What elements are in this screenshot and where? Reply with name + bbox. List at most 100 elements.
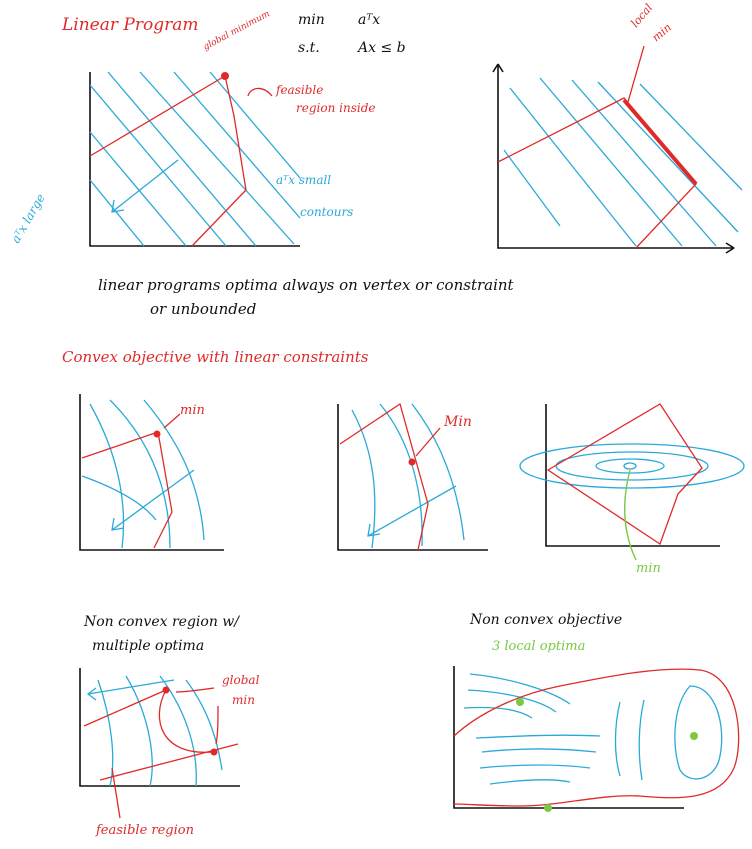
convex-title: Convex objective with linear constraints bbox=[62, 348, 369, 366]
y-arrow-head bbox=[492, 63, 499, 73]
gradient-arrow bbox=[111, 469, 195, 531]
small-contour-label: aᵀx small bbox=[276, 173, 331, 187]
min-pointer bbox=[163, 413, 181, 429]
convex-panel-a: min bbox=[79, 394, 224, 551]
local-pointer bbox=[627, 45, 645, 103]
convex-panel-c: min bbox=[519, 403, 745, 576]
feasible-label-1: feasible bbox=[275, 83, 323, 97]
convex-panel-b: Min bbox=[337, 402, 488, 551]
optima-caption-2: or unbounded bbox=[150, 300, 256, 318]
lp-panel-local: local min bbox=[492, 1, 743, 254]
contour-line bbox=[143, 399, 205, 541]
nonconvex-boundary bbox=[158, 689, 213, 753]
feasible-boundary bbox=[89, 74, 247, 247]
local-optimum-point bbox=[516, 698, 524, 706]
min-pointer bbox=[415, 427, 441, 457]
optimal-edge bbox=[622, 98, 698, 186]
contour-line bbox=[614, 701, 621, 777]
constraint-line bbox=[81, 431, 173, 549]
optimum-point bbox=[210, 748, 218, 756]
y-arrow-head bbox=[497, 63, 504, 73]
contour-line bbox=[89, 84, 227, 247]
global-min-label-2: min bbox=[232, 693, 255, 707]
contour-line bbox=[89, 403, 125, 549]
contour-line bbox=[109, 399, 171, 549]
min-label: min bbox=[180, 403, 205, 418]
global-minimum-point bbox=[221, 72, 229, 80]
axes bbox=[453, 666, 684, 809]
nonconvex-objective-subtitle: 3 local optima bbox=[492, 639, 585, 654]
contour-line bbox=[638, 699, 645, 781]
contour-ellipse bbox=[555, 451, 709, 481]
constraint-polygon bbox=[546, 403, 703, 545]
global-minimum-label: global minimum bbox=[202, 9, 272, 53]
contour-ellipse bbox=[623, 462, 637, 470]
large-contour-label: aᵀx large bbox=[8, 191, 47, 245]
nonconvex-region-title-2: multiple optima bbox=[92, 638, 204, 654]
contour-line bbox=[469, 673, 571, 705]
nonconvex-region-title-1: Non convex region w/ bbox=[83, 614, 240, 630]
x-arrow-head bbox=[725, 247, 735, 254]
nonconvex-objective-panel: Non convex objective 3 local optima bbox=[453, 612, 740, 812]
axes bbox=[79, 668, 240, 787]
contour-line bbox=[97, 679, 114, 787]
pointer-line bbox=[247, 87, 273, 97]
formula-min: min bbox=[298, 12, 325, 28]
local-min-label-2: min bbox=[650, 21, 674, 44]
feasible-pointer bbox=[111, 767, 121, 819]
contour-line bbox=[185, 679, 223, 771]
contour-line bbox=[509, 87, 637, 247]
constraint-line bbox=[339, 402, 429, 551]
contour-line bbox=[489, 779, 571, 785]
contour-line bbox=[89, 131, 187, 247]
axes bbox=[79, 394, 224, 551]
contour-ellipse bbox=[519, 443, 745, 489]
contour-line bbox=[481, 748, 597, 753]
lp-axes-2 bbox=[497, 64, 734, 249]
contour-line bbox=[503, 149, 561, 227]
formula-objective: aᵀx bbox=[358, 12, 380, 28]
local-min-label-1: local bbox=[628, 1, 655, 30]
global-pointer bbox=[215, 705, 219, 745]
contour-line bbox=[125, 675, 153, 787]
contour-line bbox=[209, 71, 301, 179]
local-optimum-point bbox=[690, 732, 698, 740]
feasible-label-2: region inside bbox=[296, 101, 375, 115]
lp-title: Linear Program bbox=[61, 15, 198, 35]
lp-panel-global: global minimum feasible region inside aᵀ… bbox=[8, 9, 375, 247]
gradient-arrow bbox=[111, 159, 179, 213]
constraint-line bbox=[99, 743, 239, 781]
arrow-head bbox=[111, 199, 125, 213]
contour-line bbox=[107, 71, 257, 247]
contour-line bbox=[639, 83, 743, 191]
arrow-head bbox=[367, 523, 381, 537]
contour-ellipse bbox=[595, 458, 665, 474]
constraint-line bbox=[83, 689, 167, 727]
arrow-head bbox=[111, 517, 125, 531]
formula-st: s.t. bbox=[298, 40, 320, 56]
contour-line bbox=[475, 734, 601, 739]
feasible-region-label: feasible region bbox=[95, 823, 194, 838]
axes bbox=[337, 404, 488, 551]
contour-line bbox=[571, 79, 717, 247]
contour-ring bbox=[674, 685, 723, 780]
min-pointer bbox=[623, 469, 637, 561]
contour-line bbox=[597, 81, 739, 233]
gradient-arrow bbox=[87, 679, 175, 695]
lp-axes-1 bbox=[89, 72, 300, 247]
global-pointer bbox=[175, 687, 215, 693]
local-optimum-point bbox=[544, 804, 552, 812]
optima-caption-1: linear programs optima always on vertex … bbox=[98, 276, 515, 294]
feasible-boundary bbox=[497, 97, 697, 249]
formula-constraint: Ax ≤ b bbox=[356, 40, 406, 56]
contour-line bbox=[139, 71, 295, 245]
min-label: min bbox=[636, 561, 661, 576]
gradient-arrow bbox=[367, 485, 457, 537]
nonconvex-objective-title: Non convex objective bbox=[469, 612, 622, 628]
contour-line bbox=[379, 403, 423, 547]
contour-line bbox=[463, 706, 533, 719]
x-arrow-head bbox=[725, 242, 735, 249]
contour-line bbox=[539, 77, 683, 247]
min-point bbox=[408, 458, 416, 466]
optimum-point bbox=[162, 686, 170, 694]
